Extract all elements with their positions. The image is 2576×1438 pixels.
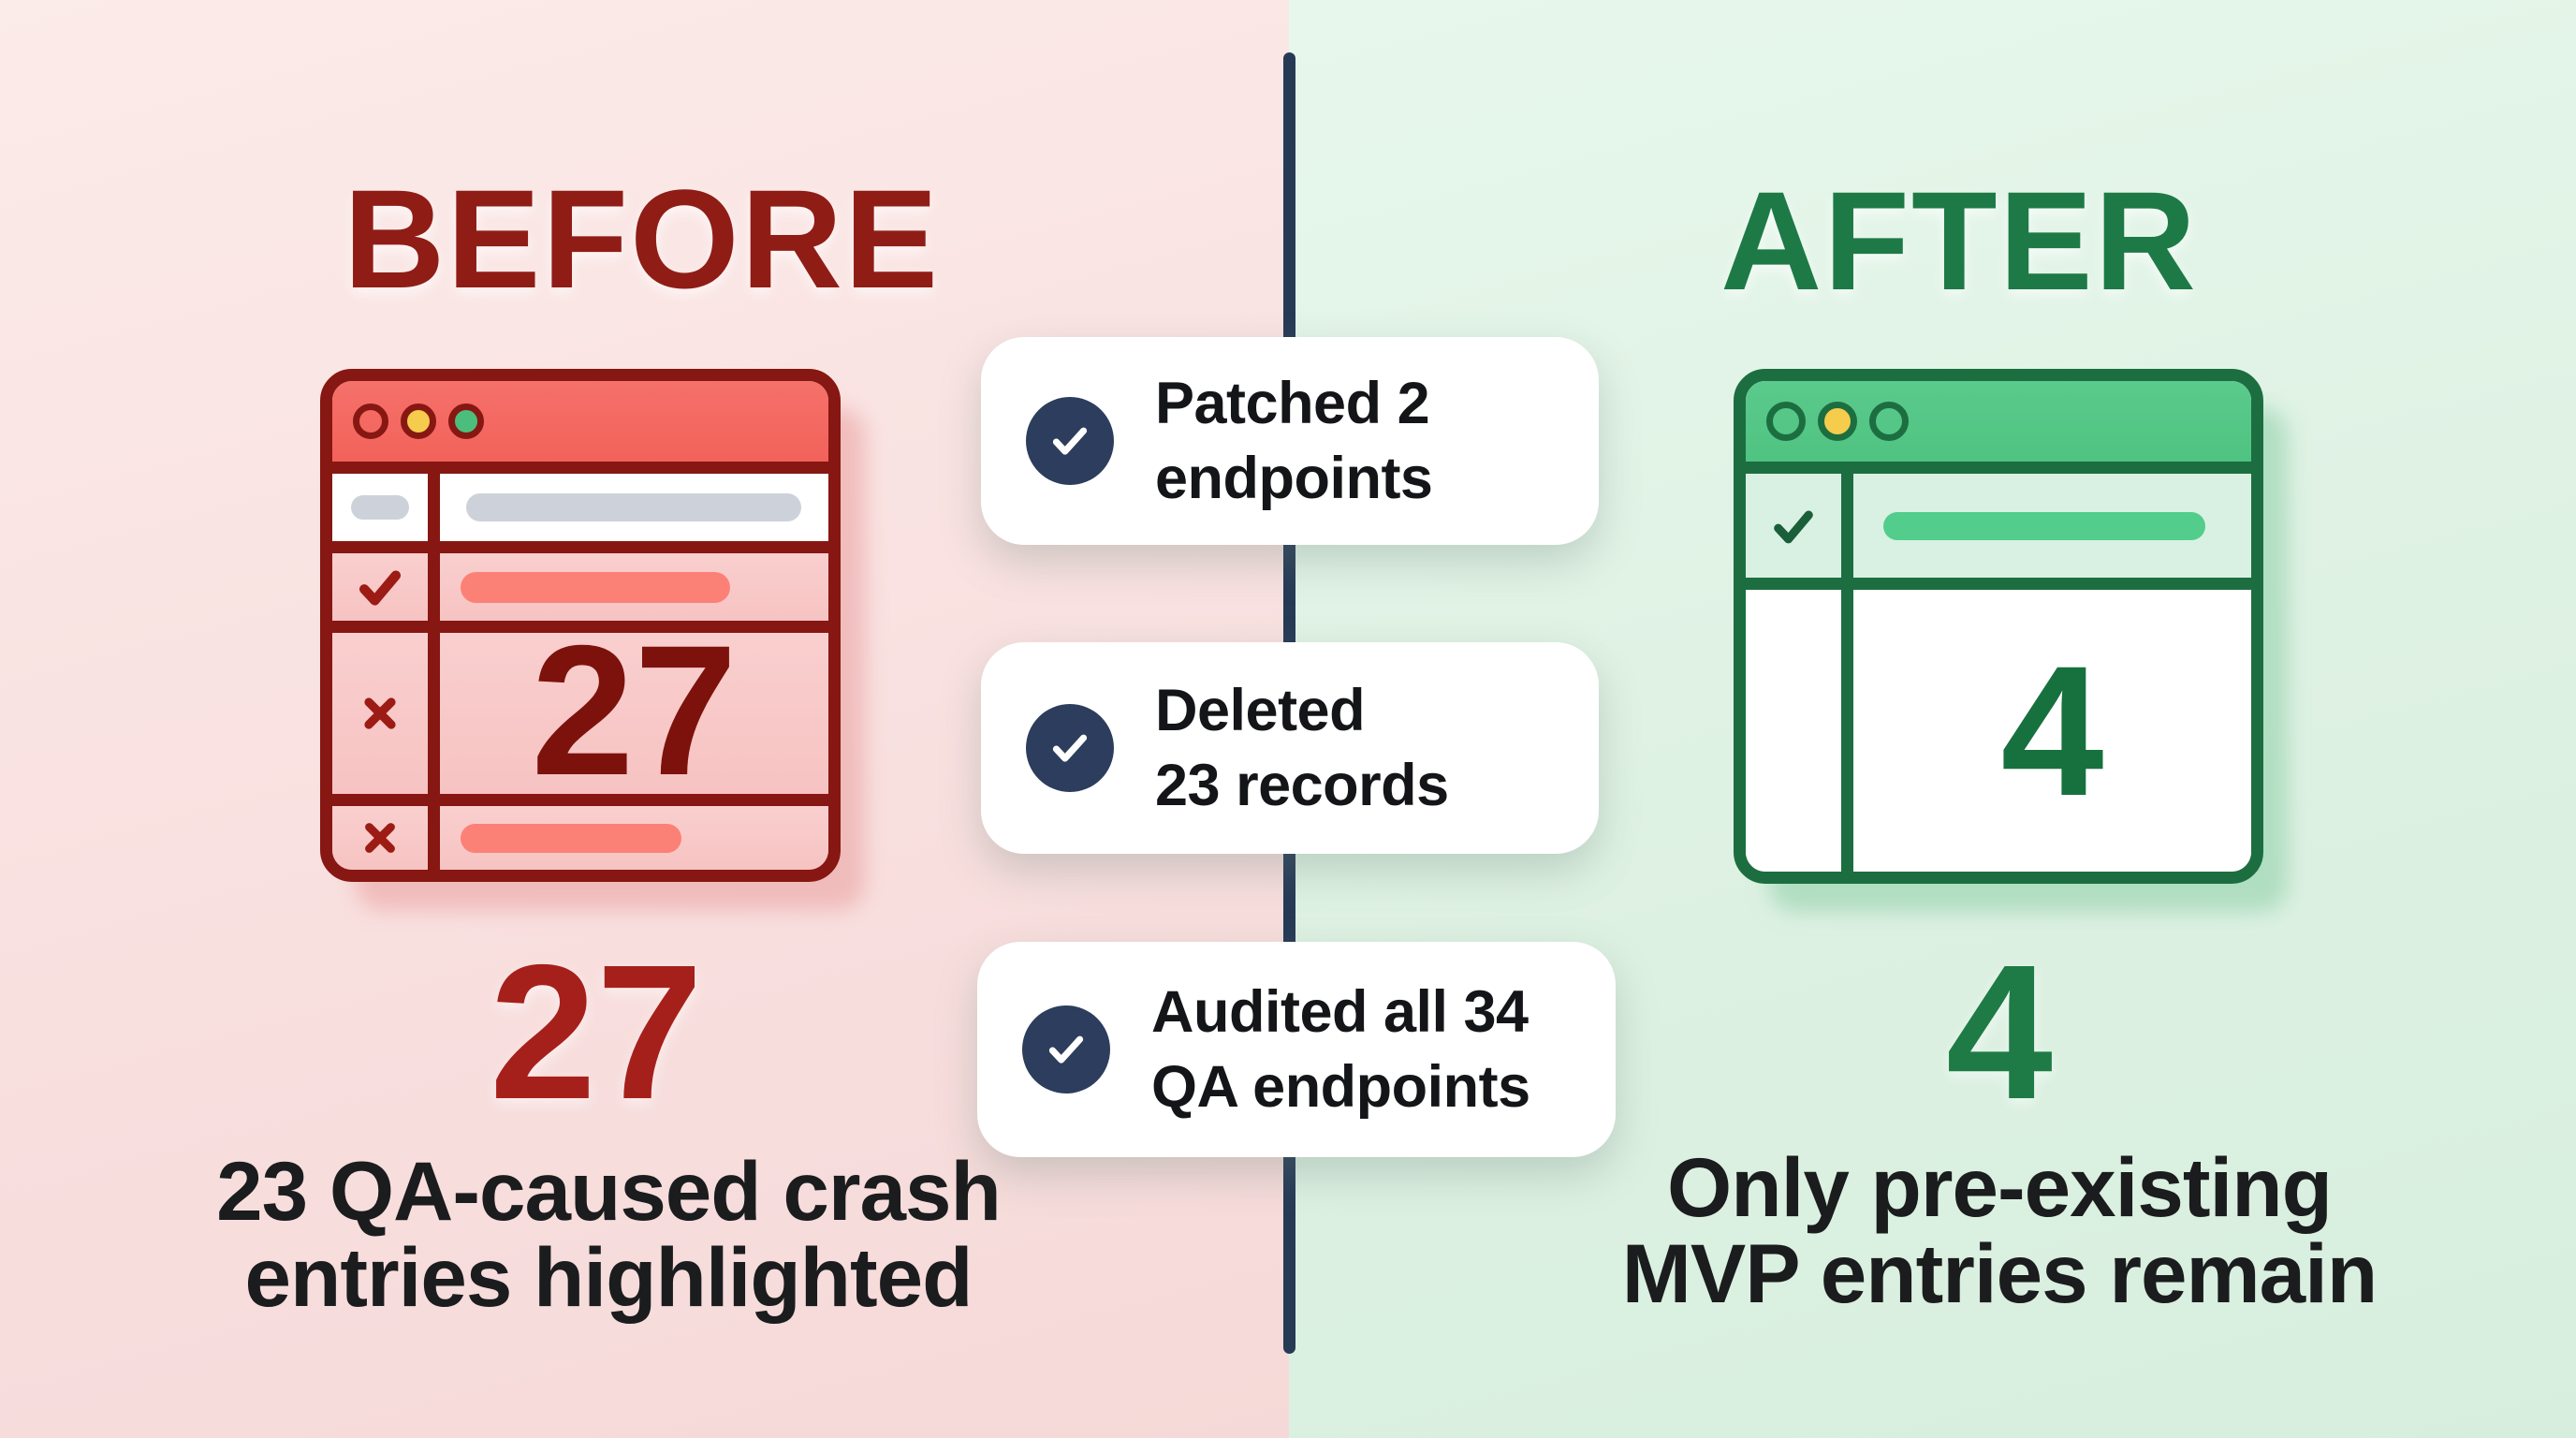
card-label-line2: endpoints <box>1155 446 1433 511</box>
card-label-line1: Patched 2 <box>1155 371 1430 436</box>
placeholder-pill <box>461 823 681 853</box>
row-content-cell <box>1853 474 2251 578</box>
placeholder-pill <box>466 493 801 521</box>
before-window-count: 27 <box>531 607 738 814</box>
check-circle-icon <box>1026 397 1114 485</box>
after-caption: Only pre-existing MVP entries remain <box>1597 1144 2402 1316</box>
table-count-row: 4 <box>1746 578 2251 872</box>
card-label: Audited all 34 QA endpoints <box>1151 975 1530 1124</box>
placeholder-pill <box>1883 511 2205 540</box>
after-caption-line1: Only pre-existing <box>1667 1140 2333 1234</box>
row-content-cell: 27 <box>440 618 828 803</box>
before-caption-line2: entries highlighted <box>244 1230 973 1324</box>
header-main-cell <box>440 474 828 541</box>
table-header-row <box>332 462 828 541</box>
before-stat-number: 27 <box>489 925 704 1139</box>
check-icon <box>1052 734 1088 762</box>
window-button-maximize-icon <box>448 404 484 439</box>
row-content-cell <box>440 553 828 621</box>
before-window-titlebar <box>332 381 828 462</box>
window-button-close-icon <box>353 404 388 439</box>
check-icon <box>1774 510 1813 543</box>
row-content-cell: 4 <box>1853 590 2251 872</box>
table-row <box>332 794 828 870</box>
cross-icon <box>365 823 395 853</box>
row-status-cell <box>332 553 440 621</box>
empty-cell <box>1746 590 1853 872</box>
check-icon <box>1048 1035 1084 1064</box>
check-icon <box>1052 427 1088 455</box>
table-row <box>332 541 828 621</box>
before-caption: 23 QA-caused crash entries highlighted <box>206 1148 1011 1320</box>
after-browser-window: 4 <box>1734 369 2263 884</box>
after-window-titlebar <box>1746 381 2251 462</box>
before-caption-line1: 23 QA-caused crash <box>216 1144 1002 1238</box>
card-label-line1: Deleted <box>1155 678 1366 743</box>
row-status-cell <box>1746 474 1853 578</box>
before-browser-window: 27 <box>320 369 841 882</box>
card-label-line2: 23 records <box>1155 753 1449 818</box>
card-label-line1: Audited all 34 <box>1151 979 1529 1045</box>
card-label: Deleted 23 records <box>1155 673 1449 823</box>
window-button-minimize-icon <box>1818 402 1857 441</box>
check-circle-icon <box>1022 1005 1110 1093</box>
checklist-card-patched: Patched 2 endpoints <box>981 337 1599 545</box>
table-header-row <box>1746 462 2251 578</box>
after-caption-line2: MVP entries remain <box>1621 1226 2378 1320</box>
card-label-line2: QA endpoints <box>1151 1054 1530 1120</box>
after-stat-number: 4 <box>1945 925 2053 1139</box>
window-button-minimize-icon <box>401 404 436 439</box>
card-label: Patched 2 endpoints <box>1155 366 1433 516</box>
row-content-cell <box>440 806 828 870</box>
check-icon <box>359 570 402 606</box>
after-window-count: 4 <box>2000 626 2104 834</box>
placeholder-pill <box>351 495 409 520</box>
placeholder-pill <box>461 571 730 603</box>
header-left-cell <box>332 474 440 541</box>
window-button-maximize-icon <box>1869 402 1909 441</box>
checklist-card-deleted: Deleted 23 records <box>981 642 1599 854</box>
checklist-card-audited: Audited all 34 QA endpoints <box>977 942 1616 1157</box>
cross-icon <box>364 697 396 729</box>
before-title: BEFORE <box>344 160 941 317</box>
row-status-cell <box>332 806 440 870</box>
window-button-close-icon <box>1766 402 1806 441</box>
table-count-row: 27 <box>332 618 828 803</box>
after-title: AFTER <box>1720 162 2198 319</box>
row-status-cell <box>332 633 440 794</box>
check-circle-icon <box>1026 704 1114 792</box>
